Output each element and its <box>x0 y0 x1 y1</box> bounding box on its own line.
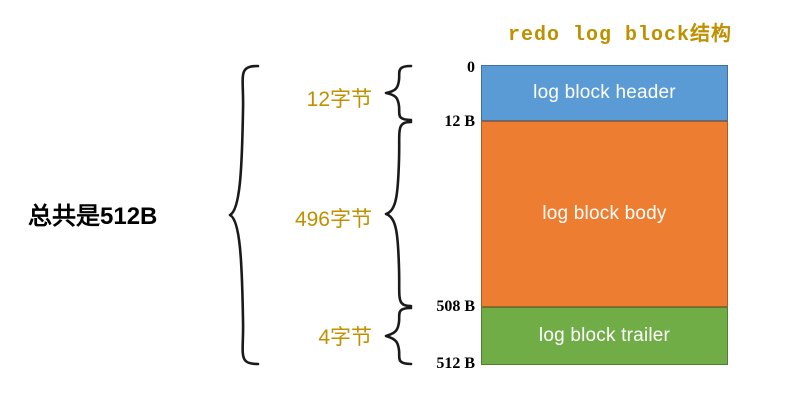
brace-header-icon <box>384 64 413 122</box>
block-log-block-trailer: log block trailer <box>481 307 728 365</box>
segment-size-label-header: 12字节 <box>306 88 372 111</box>
brace-total-icon <box>228 64 260 366</box>
total-size-label: 总共是512B <box>28 203 158 230</box>
brace-body-icon <box>384 120 413 308</box>
diagram-title: redo log block结构 <box>507 24 733 47</box>
offset-label-12: 12 B <box>444 113 475 130</box>
segment-size-label-trailer: 4字节 <box>318 326 372 349</box>
block-log-block-header: log block header <box>481 65 728 121</box>
block-log-block-body: log block body <box>481 121 728 307</box>
offset-label-0: 0 <box>467 59 475 76</box>
offset-label-508: 508 B <box>436 298 475 315</box>
brace-trailer-icon <box>384 306 413 366</box>
offset-label-512: 512 B <box>436 355 475 372</box>
segment-size-label-body: 496字节 <box>294 208 372 231</box>
